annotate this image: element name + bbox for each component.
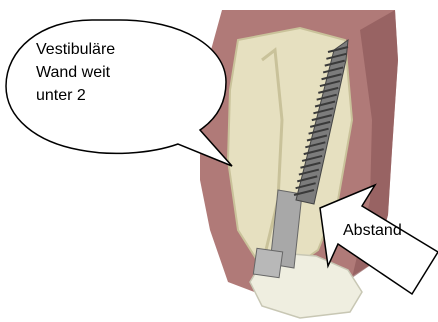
callout-line-1: Vestibuläre bbox=[36, 38, 176, 61]
callout-text: Vestibuläre Wand weit unter 2 bbox=[36, 38, 176, 107]
callout-line-2: Wand weit bbox=[36, 61, 176, 84]
arrow-label: Abstand bbox=[343, 222, 402, 240]
abutment-base bbox=[253, 248, 282, 277]
callout-line-3: unter 2 bbox=[36, 84, 176, 107]
